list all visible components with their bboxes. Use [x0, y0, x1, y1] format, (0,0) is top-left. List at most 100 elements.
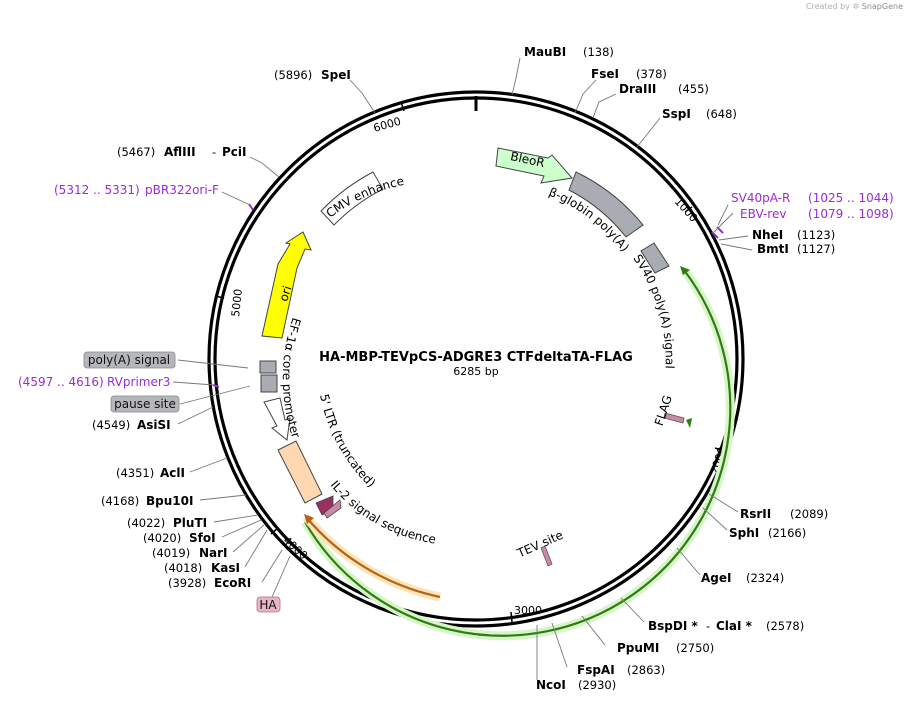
- enzyme-fsei-pos: (378): [636, 67, 667, 81]
- tick-4000: [270, 527, 279, 535]
- enzyme-afliii-sep: -: [212, 145, 216, 159]
- pause-site-feature: [260, 374, 278, 393]
- credit-prefix: Created by: [805, 2, 850, 11]
- enzyme-ppumi-name: PpuMI: [617, 641, 659, 655]
- leader-maubi: [511, 57, 521, 96]
- enzyme-fspai-pos: (2863): [627, 663, 665, 677]
- primer-sv40pa-r-range: (1025 .. 1044): [808, 191, 894, 205]
- leader-pbr322ori-f: [221, 191, 251, 206]
- enzyme-bmti-pos: (1127): [797, 242, 835, 256]
- enzyme-bspdi-name: BspDI *: [648, 619, 698, 633]
- leader-acli: [189, 457, 228, 473]
- enzyme-asisi-name: AsiSI: [137, 418, 171, 432]
- ori-feature: [261, 231, 312, 339]
- il2-label: IL-2 signal sequence: [328, 478, 437, 547]
- enzyme-sphi-name: SphI: [729, 526, 759, 540]
- enzyme-bmti-name: BmtI: [757, 242, 789, 256]
- enzyme-draiii-pos: (455): [678, 82, 709, 96]
- enzyme-maubi-pos: (138): [583, 45, 614, 59]
- orf-arrow-head: [680, 266, 690, 275]
- tick-1000: [684, 206, 693, 213]
- primer-mark-ebv-rev: [711, 231, 719, 239]
- enzyme-asisi-pos: (4549): [92, 418, 130, 432]
- beta-globin-polya-feature: [568, 171, 644, 238]
- enzyme-agei-pos: (2324): [746, 571, 784, 585]
- enzyme-kasi-name: KasI: [211, 561, 240, 575]
- enzyme-nhei-pos: (1123): [797, 228, 835, 242]
- primer-labels: SV40pA-R (1025 .. 1044) EBV-rev (1079 ..…: [18, 183, 894, 389]
- leader-spei: [349, 79, 376, 114]
- enzyme-sspi-name: SspI: [662, 107, 691, 121]
- flag-feature: [663, 412, 685, 424]
- plasmid-name: HA-MBP-TEVpCS-ADGRE3 CTFdeltaTA-FLAG: [319, 350, 633, 365]
- snapgene-logo-icon: ✲: [852, 2, 860, 11]
- leader-fsei: [574, 79, 597, 114]
- il2-text: IL-2 signal sequence: [328, 478, 437, 547]
- leader-sspi: [635, 117, 661, 149]
- ltr-feature: [277, 440, 323, 504]
- ha-orf-arrow-head: [304, 514, 314, 524]
- enzyme-maubi-name: MauBI: [524, 45, 566, 59]
- primer-pbr322ori-f-name: pBR322ori-F: [145, 183, 219, 197]
- orf-arrow-head-2: [686, 418, 692, 428]
- leader-sfoi: [221, 519, 262, 538]
- enzyme-acli-pos: (4351): [116, 466, 154, 480]
- snapgene-credit: Created by ✲ SnapGene: [806, 2, 903, 11]
- ltr-text: 5' LTR (truncated): [317, 393, 378, 490]
- enzyme-sfoi-pos: (4020): [143, 531, 181, 545]
- leader-kasi: [244, 529, 268, 568]
- enzyme-afliii-pos: (5467): [117, 145, 155, 159]
- flag-label: FLAG: [652, 394, 675, 428]
- leader-ecori: [261, 549, 283, 583]
- tick-label-5000: 5000: [229, 288, 245, 317]
- enzyme-afliii-name: AflIII: [164, 145, 196, 159]
- enzyme-nari-name: NarI: [199, 546, 228, 560]
- ltr-label: 5' LTR (truncated): [317, 393, 378, 490]
- tick-5000: [214, 295, 225, 299]
- leader-ebv-rev: [713, 212, 734, 233]
- leader-pause-site: [179, 385, 251, 405]
- leader-asisi: [177, 406, 214, 425]
- backbone-outer: [207, 90, 745, 628]
- enzyme-ecori-name: EcoRI: [214, 576, 251, 590]
- enzyme-pluti-pos: (4022): [127, 516, 165, 530]
- leader-draiii: [592, 93, 617, 119]
- pause-site-label: pause site: [114, 397, 176, 411]
- enzyme-clai-pos: (2578): [766, 619, 804, 633]
- boxed-labels: poly(A) signal pause site HA: [83, 351, 281, 613]
- tick-3000: [510, 611, 513, 623]
- tev-site-label: TEV site: [514, 528, 565, 561]
- enzyme-sphi-pos: (2166): [768, 526, 806, 540]
- leader-polya-signal: [177, 359, 249, 369]
- leader-bspdi: [620, 597, 645, 623]
- bleor-feature: [495, 147, 573, 184]
- enzyme-ncoi-name: NcoI: [536, 678, 566, 692]
- enzyme-sspi-pos: (648): [706, 107, 737, 121]
- enzyme-labels-left: (5896) SpeI (5467) AflIII - PciI (4549) …: [92, 68, 351, 590]
- enzyme-nari-pos: (4019): [152, 546, 190, 560]
- enzyme-ppumi-pos: (2750): [676, 641, 714, 655]
- enzyme-rsrii-pos: (2089): [790, 507, 828, 521]
- ha-box: [256, 596, 281, 613]
- enzyme-nhei-name: NheI: [752, 228, 783, 242]
- enzyme-agei-name: AgeI: [701, 571, 731, 585]
- ha-orf-arrow: [305, 516, 441, 599]
- enzyme-bspdi-sep: -: [706, 619, 710, 633]
- leader-lines-left: [172, 79, 376, 598]
- enzyme-ecori-pos: (3928): [168, 576, 206, 590]
- enzyme-bpu10i-name: Bpu10I: [146, 494, 193, 508]
- primer-ebv-rev-name: EBV-rev: [740, 207, 786, 221]
- enzyme-spei-pos: (5896): [274, 68, 312, 82]
- leader-ppumi: [581, 615, 606, 646]
- leader-ha: [271, 555, 291, 598]
- enzyme-bpu10i-pos: (4168): [101, 494, 139, 508]
- tick-6000: [400, 101, 405, 112]
- leader-pluti: [213, 514, 259, 523]
- leader-afliii: [249, 156, 280, 178]
- ha-label: HA: [259, 598, 277, 612]
- primer-sv40pa-r-name: SV40pA-R: [731, 191, 790, 205]
- tev-site-feature: [540, 545, 553, 567]
- leader-nari: [232, 524, 265, 553]
- leader-lines-right: [511, 57, 753, 680]
- leader-rvprimer3: [172, 381, 215, 386]
